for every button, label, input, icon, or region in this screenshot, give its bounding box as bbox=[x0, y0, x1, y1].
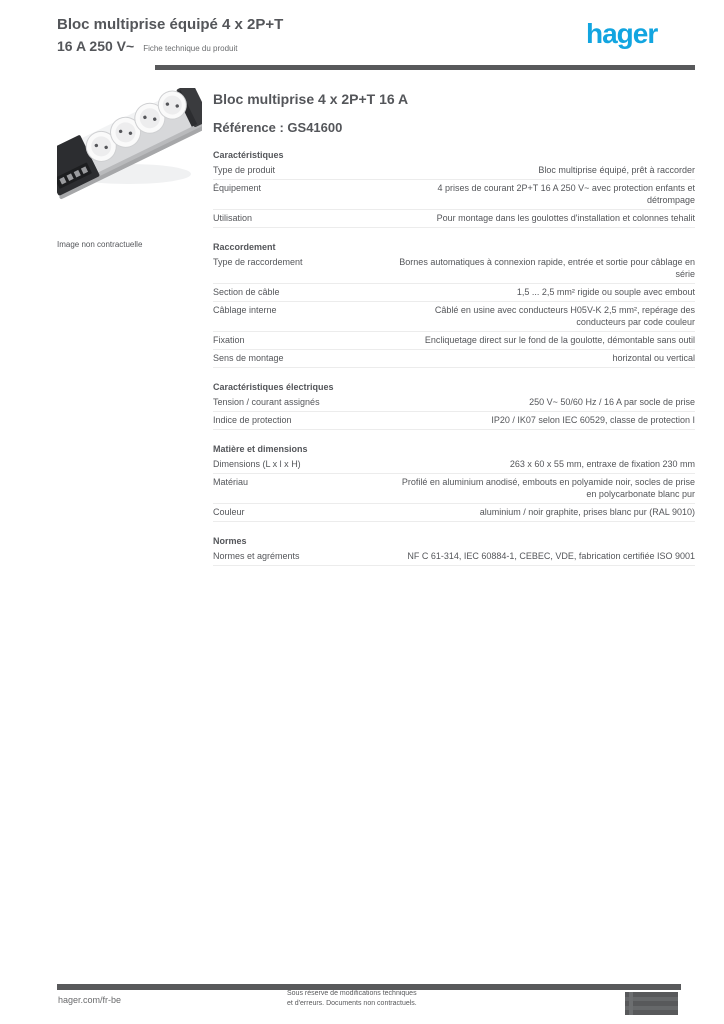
row-label: Sens de montage bbox=[213, 353, 284, 363]
characteristics-section: Caractéristiques électriques Tension / c… bbox=[213, 381, 695, 430]
row-label: Dimensions (L x l x H) bbox=[213, 459, 301, 469]
socket-outlets bbox=[85, 90, 187, 162]
table-row: Câblage interne Câblé en usine avec cond… bbox=[213, 302, 695, 332]
disclaimer-line1: Sous réserve de modifications techniques bbox=[287, 990, 417, 997]
table-row: Fixation Encliquetage direct sur le fond… bbox=[213, 332, 695, 350]
row-label: Section de câble bbox=[213, 287, 280, 297]
row-value: 4 prises de courant 2P+T 16 A 250 V~ ave… bbox=[437, 183, 695, 205]
row-label: Type de produit bbox=[213, 165, 276, 175]
section-header: Caractéristiques bbox=[213, 150, 284, 160]
section-header: Matière et dimensions bbox=[213, 444, 308, 454]
characteristics-section: Raccordement Type de raccordement Bornes… bbox=[213, 241, 695, 368]
row-label: Matériau bbox=[213, 477, 249, 487]
row-label: Couleur bbox=[213, 507, 245, 517]
characteristics-section: Normes Normes et agréments NF C 61-314, … bbox=[213, 535, 695, 566]
document-type-label: Fiche technique du produit bbox=[143, 44, 238, 53]
row-value: horizontal ou vertical bbox=[612, 353, 695, 363]
table-row: Utilisation Pour montage dans les goulot… bbox=[213, 210, 695, 228]
row-label: Normes et agréments bbox=[213, 551, 300, 561]
product-photo bbox=[39, 82, 215, 200]
page-title-line1: Bloc multiprise équipé 4 x 2P+T bbox=[57, 16, 284, 33]
image-caption: Image non contractuelle bbox=[57, 240, 143, 249]
header-divider bbox=[155, 65, 695, 70]
row-label: Type de raccordement bbox=[213, 257, 303, 267]
table-row: Type de produit Bloc multiprise équipé, … bbox=[213, 162, 695, 180]
table-row: Dimensions (L x l x H) 263 x 60 x 55 mm,… bbox=[213, 456, 695, 474]
row-label: Câblage interne bbox=[213, 305, 277, 315]
footer-disclaimer: Sous réserve de modifications techniques… bbox=[287, 989, 467, 1009]
row-value: Profilé en aluminium anodisé, embouts en… bbox=[401, 477, 695, 499]
row-label: Équipement bbox=[213, 183, 262, 193]
row-value: Bornes automatiques à connexion rapide, … bbox=[399, 257, 695, 279]
row-value: NF C 61-314, IEC 60884-1, CEBEC, VDE, fa… bbox=[407, 551, 695, 561]
row-label: Fixation bbox=[213, 335, 245, 345]
table-row: Indice de protection IP20 / IK07 selon I… bbox=[213, 412, 695, 430]
section-header: Raccordement bbox=[213, 242, 276, 252]
section-header: Caractéristiques électriques bbox=[213, 382, 334, 392]
row-value: 1,5 ... 2,5 mm² rigide ou souple avec em… bbox=[516, 287, 695, 297]
table-row: Matériau Profilé en aluminium anodisé, e… bbox=[213, 474, 695, 504]
row-label: Indice de protection bbox=[213, 415, 292, 425]
characteristics-section: Matière et dimensions Dimensions (L x l … bbox=[213, 443, 695, 522]
row-value: Bloc multiprise équipé, prêt à raccorder bbox=[538, 165, 695, 175]
table-row: Sens de montage horizontal ou vertical bbox=[213, 350, 695, 368]
section-header: Normes bbox=[213, 536, 247, 546]
table-row: Tension / courant assignés 250 V~ 50/60 … bbox=[213, 394, 695, 412]
table-row: Section de câble 1,5 ... 2,5 mm² rigide … bbox=[213, 284, 695, 302]
table-row: Équipement 4 prises de courant 2P+T 16 A… bbox=[213, 180, 695, 210]
row-value: Pour montage dans les goulottes d'instal… bbox=[436, 213, 695, 223]
footer-divider bbox=[57, 984, 681, 990]
page-title-line2: 16 A 250 V~ bbox=[57, 38, 135, 54]
disclaimer-line2: et d'erreurs. Documents non contractuels… bbox=[287, 1000, 417, 1007]
qr-code bbox=[625, 992, 678, 1015]
characteristics-section: Caractéristiques Type de produit Bloc mu… bbox=[213, 149, 695, 228]
power-strip-illustration bbox=[39, 82, 215, 200]
row-label: Utilisation bbox=[213, 213, 253, 223]
table-row: Normes et agréments NF C 61-314, IEC 608… bbox=[213, 548, 695, 566]
product-title: Bloc multiprise 4 x 2P+T 16 A bbox=[213, 91, 409, 107]
table-row: Type de raccordement Bornes automatiques… bbox=[213, 254, 695, 284]
row-value: IP20 / IK07 selon IEC 60529, classe de p… bbox=[491, 415, 695, 425]
header-title-block: Bloc multiprise équipé 4 x 2P+T 16 A 250… bbox=[57, 12, 307, 54]
hager-logo: hager bbox=[586, 18, 658, 49]
product-reference: Référence : GS41600 bbox=[213, 120, 343, 135]
characteristics-sections: Caractéristiques Type de produit Bloc mu… bbox=[213, 149, 695, 566]
row-value: Câblé en usine avec conducteurs H05V-K 2… bbox=[434, 305, 695, 327]
row-value: aluminium / noir graphite, prises blanc … bbox=[479, 507, 695, 517]
row-value: Encliquetage direct sur le fond de la go… bbox=[424, 335, 695, 345]
table-row: Couleur aluminium / noir graphite, prise… bbox=[213, 504, 695, 522]
footer-website-link[interactable]: hager.com/fr-be bbox=[58, 995, 122, 1005]
product-details: Bloc multiprise 4 x 2P+T 16 A Référence … bbox=[213, 90, 695, 566]
row-value: 250 V~ 50/60 Hz / 16 A par socle de pris… bbox=[529, 397, 695, 407]
row-label: Tension / courant assignés bbox=[213, 397, 320, 407]
row-value: 263 x 60 x 55 mm, entraxe de fixation 23… bbox=[509, 459, 695, 469]
